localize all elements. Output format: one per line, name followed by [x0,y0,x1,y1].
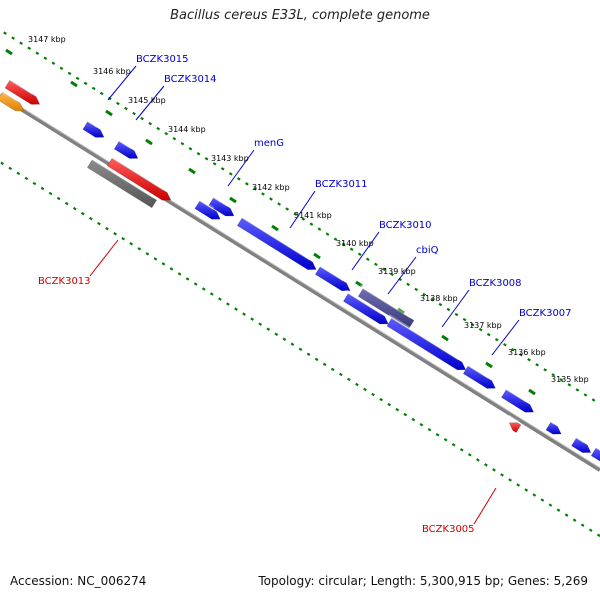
kbp-tick-mark [528,388,536,396]
kbp-tick-mark [485,361,493,369]
gene-feature-bczk3011 [236,213,317,270]
gene-label-leader [491,319,520,356]
gene-label-bczk3014: BCZK3014 [164,74,217,85]
forward-tick-rail [3,31,600,406]
gene-features [0,76,600,462]
gene-feature-gray-bczk3013 [86,155,158,209]
gene-feature-cbiq [357,284,415,329]
genome-summary-text: Topology: circular; Length: 5,300,915 bp… [258,574,588,588]
kbp-tick-label: 3143 kbp [211,154,249,163]
gene-label-leader [473,487,497,525]
gene-feature-small2 [571,433,592,453]
kbp-tick-label: 3144 kbp [168,125,206,134]
reverse-tick-rail [0,161,600,537]
kbp-tick-mark [188,167,196,175]
gene-label-meng: menG [254,138,284,149]
gene-label-leader [227,149,255,187]
gene-label-leader [289,190,316,229]
gene-feature-bczk3015 [82,117,105,138]
kbp-tick-label: 3140 kbp [336,239,374,248]
kbp-tick-label: 3142 kbp [252,183,290,192]
gene-label-bczk3013: BCZK3013 [38,276,91,287]
gene-feature-mengeneupper [208,193,235,217]
kbp-tick-mark [229,196,237,204]
kbp-tick-label: 3147 kbp [28,35,66,44]
kbp-tick-label: 3136 kbp [508,348,546,357]
gene-feature-bczk3014 [113,137,139,159]
gene-label-leader [387,256,417,295]
gene-feature-red-left [4,76,41,105]
gene-feature-meng [194,196,221,220]
kbp-tick-label: 3135 kbp [551,375,589,384]
kbp-tick-mark [271,224,279,232]
kbp-tick-label: 3141 kbp [294,211,332,220]
kbp-tick-label: 3146 kbp [93,67,131,76]
gene-label-bczk3007: BCZK3007 [519,308,572,319]
gene-label-bczk3005: BCZK3005 [422,524,475,535]
kbp-tick-mark [70,80,78,88]
gene-label-leader [441,289,470,328]
gene-label-leader [351,231,380,271]
kbp-tick-mark [441,334,449,342]
gene-feature-bczk3008b [462,361,496,389]
gene-feature-bczk3007 [501,385,535,413]
accession-text: Accession: NC_006274 [10,574,147,588]
gene-label-leader [107,65,137,101]
map-title: Bacillus cereus E33L, complete genome [170,8,430,23]
gene-label-bczk3011: BCZK3011 [315,179,368,190]
kbp-tick-mark [397,307,405,315]
kbp-tick-label: 3145 kbp [128,96,166,105]
gene-label-bczk3010: BCZK3010 [379,220,432,231]
kbp-tick-labels: 3147 kbp 3146 kbp 3145 kbp 3144 kbp 3143 kbp… [28,35,589,384]
gene-feature-red-bczk3013 [106,153,172,201]
kbp-tick-label: 3138 kbp [420,294,458,303]
gene-label-leader [89,239,119,277]
gene-feature-bczk3005 [507,414,522,433]
kbp-tick-label: 3137 kbp [464,321,502,330]
gene-label-cbiq: cbiQ [416,245,439,256]
kbp-tick-mark [5,48,13,56]
gene-feature-orange-left [0,87,25,112]
kbp-tick-mark [355,280,363,288]
kbp-tick-mark [313,252,321,260]
gene-feature-bczk3008 [386,314,467,371]
gene-feature-bczk3010b [343,289,389,325]
gene-feature-small1 [545,417,562,435]
gene-label-leader [135,85,165,121]
gene-label-bczk3008: BCZK3008 [469,278,522,289]
gene-feature-bczk3010a [314,262,351,292]
gene-feature-small3 [590,443,600,462]
genome-backbone-highlight [0,93,600,469]
genome-backbone [0,94,600,472]
kbp-tick-label: 3139 kbp [378,267,416,276]
gene-label-bczk3015: BCZK3015 [136,54,189,65]
kbp-tick-mark [145,138,153,146]
kbp-tick-mark [105,109,113,117]
